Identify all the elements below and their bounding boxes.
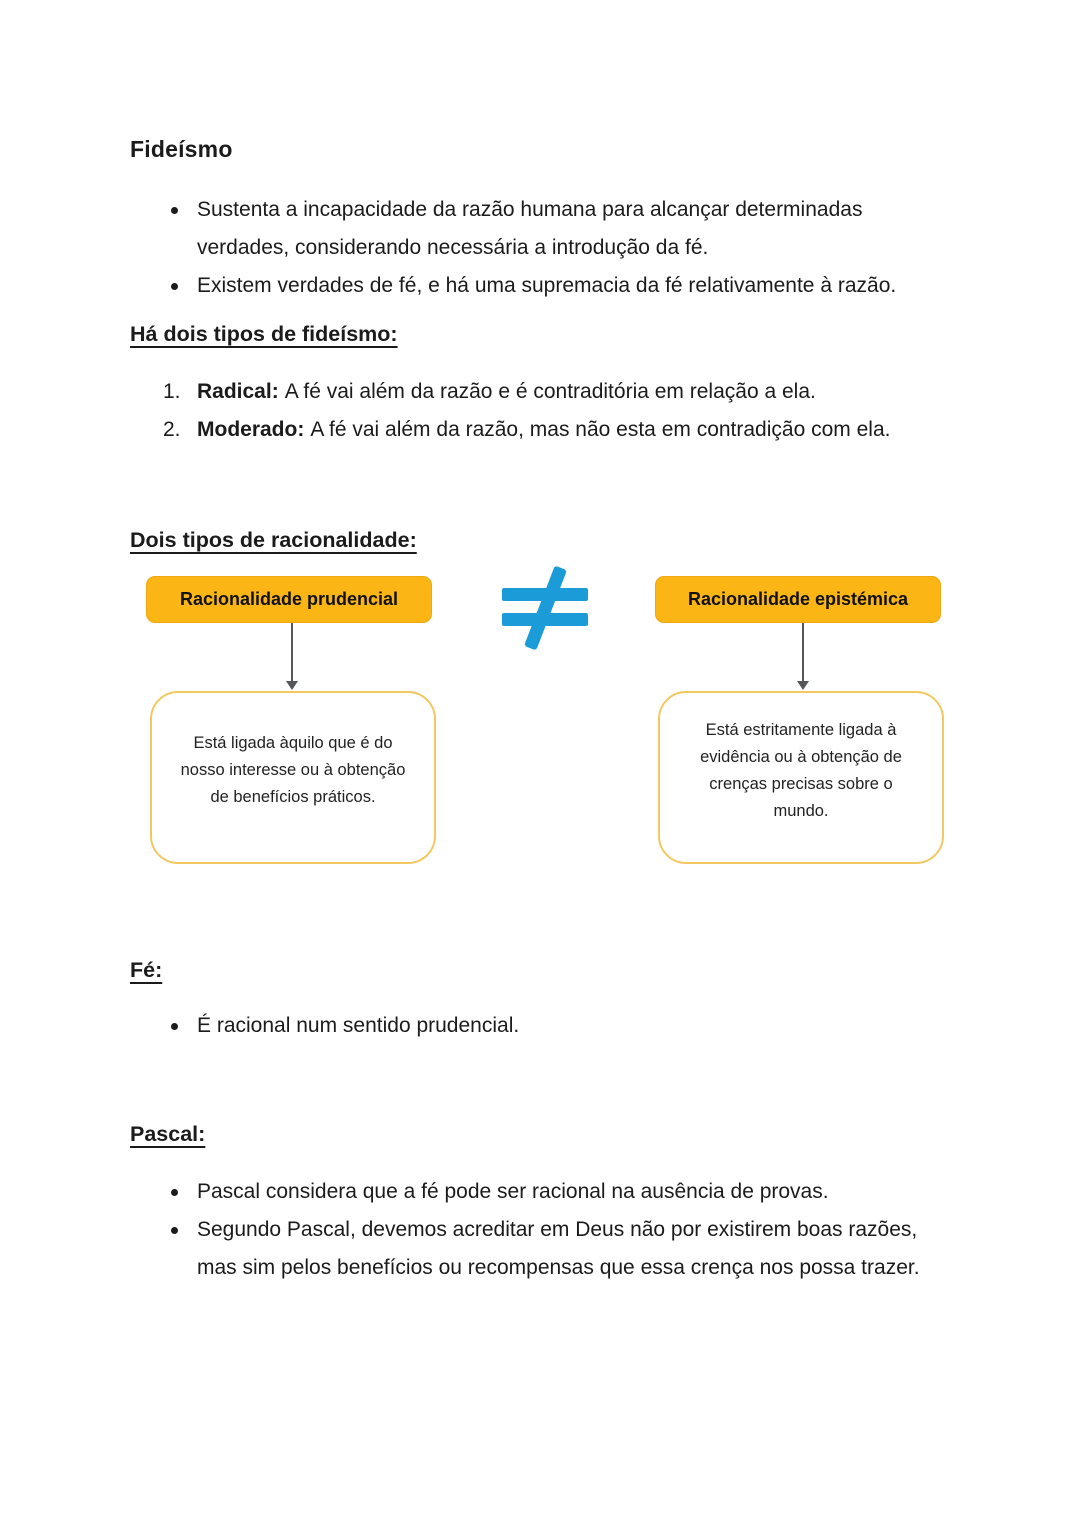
page-title: Fideísmo (130, 136, 233, 162)
section-heading-pascal: Pascal: (130, 1122, 206, 1146)
item-rest: A fé vai além da razão e é contraditória… (284, 380, 816, 403)
section-heading-fe: Fé: (130, 958, 163, 982)
list-item: É racional num sentido prudencial. (130, 1007, 952, 1045)
item-number: 1. (163, 380, 181, 403)
epistemic-rationality-box: Racionalidade epistémica (655, 576, 941, 623)
bullet-text: Existem verdades de fé, e há uma suprema… (197, 274, 897, 297)
numbered-item: 1. Radical:A fé vai além da razão e é co… (130, 373, 952, 411)
list-item: Sustenta a incapacidade da razão humana … (130, 191, 952, 267)
not-equal-icon (502, 565, 588, 671)
arrow-head (797, 681, 809, 690)
epistemic-description-box: Está estritamente ligada à evidência ou … (658, 691, 944, 864)
section-heading-fideismo-types: Há dois tipos de fideísmo: (130, 322, 398, 346)
arrow-line (802, 623, 804, 682)
list-item: Pascal considera que a fé pode ser racio… (130, 1173, 952, 1211)
bullet-icon (171, 1023, 178, 1030)
down-arrow-icon (796, 623, 810, 690)
intro-bullet-list: Sustenta a incapacidade da razão humana … (130, 191, 952, 305)
item-number: 2. (163, 418, 181, 441)
rationality-diagram: Racionalidade prudencial Racionalidade e… (130, 565, 952, 871)
bullet-icon (171, 207, 178, 214)
not-equal-slash (524, 565, 567, 651)
list-item: Existem verdades de fé, e há uma suprema… (130, 267, 952, 305)
bullet-icon (171, 283, 178, 290)
item-term: Moderado: (197, 418, 305, 441)
prudential-rationality-box: Racionalidade prudencial (146, 576, 432, 623)
item-text: Moderado:A fé vai além da razão, mas não… (197, 411, 890, 449)
numbered-item: 2. Moderado:A fé vai além da razão, mas … (130, 411, 952, 449)
item-text: Radical:A fé vai além da razão e é contr… (197, 373, 816, 411)
arrow-line (291, 623, 293, 682)
section-heading-rationality: Dois tipos de racionalidade: (130, 528, 417, 552)
fideismo-types-list: 1. Radical:A fé vai além da razão e é co… (130, 373, 952, 449)
bullet-icon (171, 1227, 178, 1234)
down-arrow-icon (285, 623, 299, 690)
bullet-text: Pascal considera que a fé pode ser racio… (197, 1180, 829, 1203)
item-rest: A fé vai além da razão, mas não esta em … (310, 418, 891, 441)
bullet-icon (171, 1189, 178, 1196)
bullet-text: Segundo Pascal, devemos acreditar em Deu… (197, 1218, 920, 1279)
prudential-description-box: Está ligada àquilo que é do nosso intere… (150, 691, 436, 864)
bullet-text: É racional num sentido prudencial. (197, 1014, 520, 1037)
fe-bullet-list: É racional num sentido prudencial. (130, 1007, 952, 1045)
pascal-bullet-list: Pascal considera que a fé pode ser racio… (130, 1173, 952, 1287)
bullet-text: Sustenta a incapacidade da razão humana … (197, 198, 863, 259)
item-term: Radical: (197, 380, 279, 403)
arrow-head (286, 681, 298, 690)
list-item: Segundo Pascal, devemos acreditar em Deu… (130, 1211, 952, 1287)
